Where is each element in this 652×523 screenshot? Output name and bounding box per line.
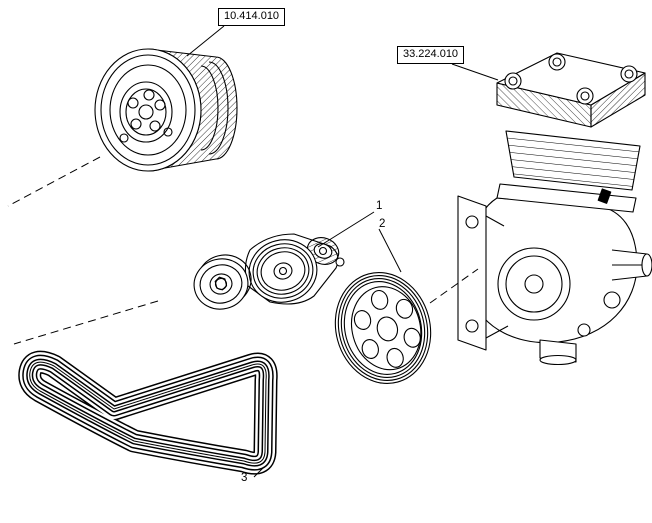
- callout-2[interactable]: 2: [379, 218, 386, 230]
- crankshaft-pulley-art: [94, 48, 238, 172]
- ref-link-33-224-010[interactable]: 33.224.010: [397, 46, 465, 64]
- belt-tensioner-art: [193, 233, 345, 310]
- belt-alignment-dashes: [7, 156, 479, 345]
- leader-callout-2: [378, 228, 402, 273]
- leader-ref-33-224-010: [451, 63, 499, 81]
- grooved-pulley-art: [334, 272, 432, 384]
- callout-3[interactable]: 3: [241, 472, 248, 484]
- leader-callout-1: [317, 211, 375, 248]
- leader-callout-3: [253, 466, 265, 478]
- air-compressor-art: [457, 52, 652, 366]
- leader-lines: [186, 25, 499, 478]
- leader-ref-10-414-010: [186, 25, 225, 57]
- ref-link-10-414-010[interactable]: 10.414.010: [218, 8, 286, 26]
- callout-1[interactable]: 1: [376, 200, 383, 212]
- drive-belt-art: [18, 350, 278, 475]
